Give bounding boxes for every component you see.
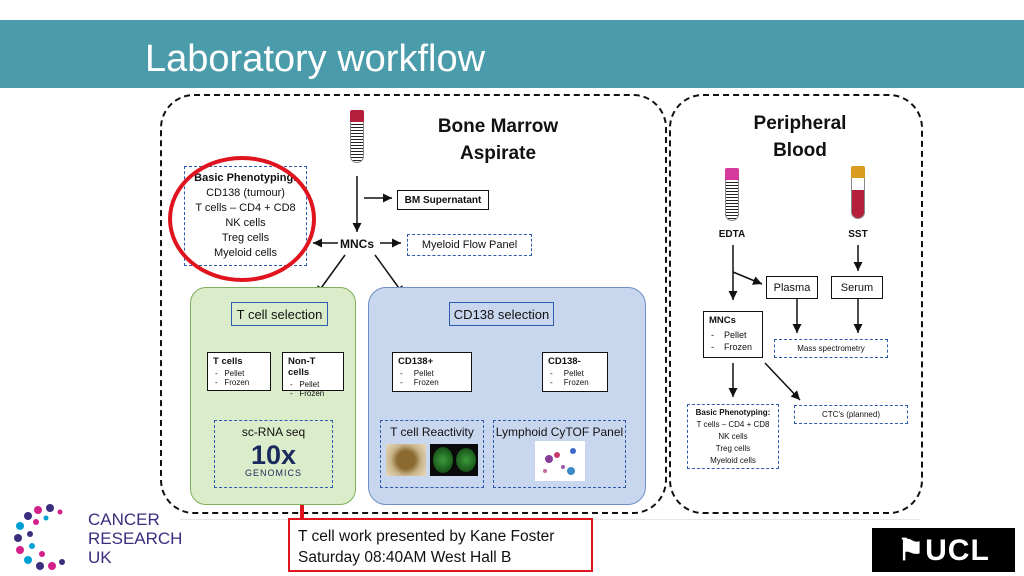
cruk-text-line: RESEARCH: [88, 529, 183, 548]
edta-tube-icon: [725, 168, 739, 221]
callout-box: T cell work presented by Kane Foster Sat…: [288, 518, 593, 572]
cruk-text-line: UK: [88, 548, 112, 567]
10x-logo-text: GENOMICS: [244, 468, 302, 478]
fluorescence-image: [430, 444, 478, 476]
peripheral-blood-heading: Peripheral Blood: [730, 110, 870, 164]
pb-phenotyping-line: NK cells: [718, 431, 748, 441]
sc-rna-seq-label: sc-RNA seq: [241, 425, 306, 439]
lymphoid-cytof-panel-box: Lymphoid CyTOF Panel: [493, 420, 626, 488]
plasma-box: Plasma: [766, 276, 818, 299]
pb-mncs-title: MNCs: [709, 315, 736, 326]
cd138-positive-box: CD138+ - Pellet - Frozen: [392, 352, 472, 392]
sample-item: - Pellet: [550, 369, 584, 378]
sample-item: - Pellet: [711, 330, 747, 340]
microscopy-image: [386, 444, 426, 476]
myeloid-flow-panel-box: Myeloid Flow Panel: [407, 234, 532, 256]
cd138-negative-box: CD138- - Pellet - Frozen: [542, 352, 608, 392]
mass-spectrometry-label: Mass spectrometry: [797, 344, 865, 353]
peripheral-blood-container: [669, 94, 923, 514]
serum-label: Serum: [840, 281, 874, 294]
sample-item: - Frozen: [550, 378, 589, 387]
10x-logo-mark: 10x: [250, 440, 297, 470]
sample-item: - Pellet: [290, 380, 320, 389]
t-cell-selection-label: T cell selection: [236, 306, 323, 322]
sample-item: - Frozen: [290, 389, 325, 398]
pb-phenotyping-title: Basic Phenotyping:: [695, 407, 771, 417]
cruk-text-line: CANCER: [88, 510, 160, 529]
t-cell-reactivity-box: T cell Reactivity: [380, 420, 484, 488]
bm-supernatant-box: BM Supernatant: [397, 190, 489, 210]
cytof-plot-image: [534, 441, 585, 481]
bone-marrow-heading: Bone Marrow Aspirate: [420, 113, 576, 167]
pb-phenotyping-line: Myeloid cells: [710, 455, 756, 465]
pb-phenotyping-line: Treg cells: [715, 443, 751, 453]
lymphoid-cytof-label: Lymphoid CyTOF Panel: [495, 425, 624, 439]
ucl-logo-text: ⚑UCL: [897, 533, 990, 567]
sample-item: - Pellet: [400, 369, 434, 378]
mass-spectrometry-box: Mass spectrometry: [774, 339, 888, 358]
bm-mncs-label: MNCs: [340, 237, 375, 251]
bone-marrow-tube-icon: [350, 110, 364, 163]
cancer-research-uk-logo: CANCER RESEARCH UK: [6, 500, 196, 572]
ctcs-label: CTC's (planned): [822, 410, 880, 419]
bm-supernatant-label: BM Supernatant: [404, 194, 482, 206]
sc-rna-seq-box: sc-RNA seq 10x GENOMICS: [214, 420, 333, 488]
cd138-positive-title: CD138+: [398, 356, 434, 367]
sample-item: - Frozen: [711, 342, 753, 352]
non-t-cells-title: Non-T cells: [288, 356, 316, 378]
cd138-negative-title: CD138-: [548, 356, 581, 367]
slide-title: Laboratory workflow: [145, 38, 486, 80]
sst-tube-icon: [851, 166, 865, 219]
ctcs-box: CTC's (planned): [794, 405, 908, 424]
non-t-cells-box: Non-T cells - Pellet - Frozen: [282, 352, 344, 398]
callout-line1: T cell work presented by Kane Foster: [298, 528, 555, 545]
cruk-c-mark-icon: [14, 504, 65, 570]
highlight-circle: [168, 156, 316, 282]
peripheral-blood-heading-line2: Blood: [773, 140, 827, 161]
cd138-selection-box: CD138 selection: [449, 302, 554, 326]
sample-item: - Pellet: [215, 369, 245, 378]
bone-marrow-container: [160, 94, 667, 514]
serum-box: Serum: [831, 276, 883, 299]
ucl-logo: ⚑UCL: [872, 528, 1015, 572]
edta-label: EDTA: [718, 229, 746, 240]
cd138-selection-label: CD138 selection: [453, 306, 550, 322]
sample-item: - Frozen: [400, 378, 439, 387]
sst-label: SST: [848, 229, 868, 240]
peripheral-blood-heading-line1: Peripheral: [753, 113, 847, 134]
microscopy-images: [386, 444, 478, 476]
t-cells-title: T cells: [213, 356, 243, 367]
t-cell-reactivity-label: T cell Reactivity: [390, 425, 474, 439]
bone-marrow-heading-line2: Aspirate: [459, 143, 537, 164]
myeloid-flow-panel-label: Myeloid Flow Panel: [421, 239, 518, 251]
bone-marrow-heading-line1: Bone Marrow: [437, 116, 559, 137]
callout-line2: Saturday 08:40AM West Hall B: [298, 549, 512, 566]
pb-phenotyping-line: T cells – CD4 + CD8: [696, 419, 770, 429]
pb-mncs-box: MNCs - Pellet - Frozen: [703, 311, 763, 358]
plasma-label: Plasma: [773, 281, 811, 294]
t-cells-box: T cells - Pellet - Frozen: [207, 352, 271, 391]
title-bar: [0, 20, 1024, 88]
pb-basic-phenotyping-box: Basic Phenotyping: T cells – CD4 + CD8 N…: [687, 404, 779, 469]
10x-genomics-logo: 10x GENOMICS: [245, 442, 302, 478]
t-cell-selection-box: T cell selection: [231, 302, 328, 326]
sample-item: - Frozen: [215, 378, 250, 387]
